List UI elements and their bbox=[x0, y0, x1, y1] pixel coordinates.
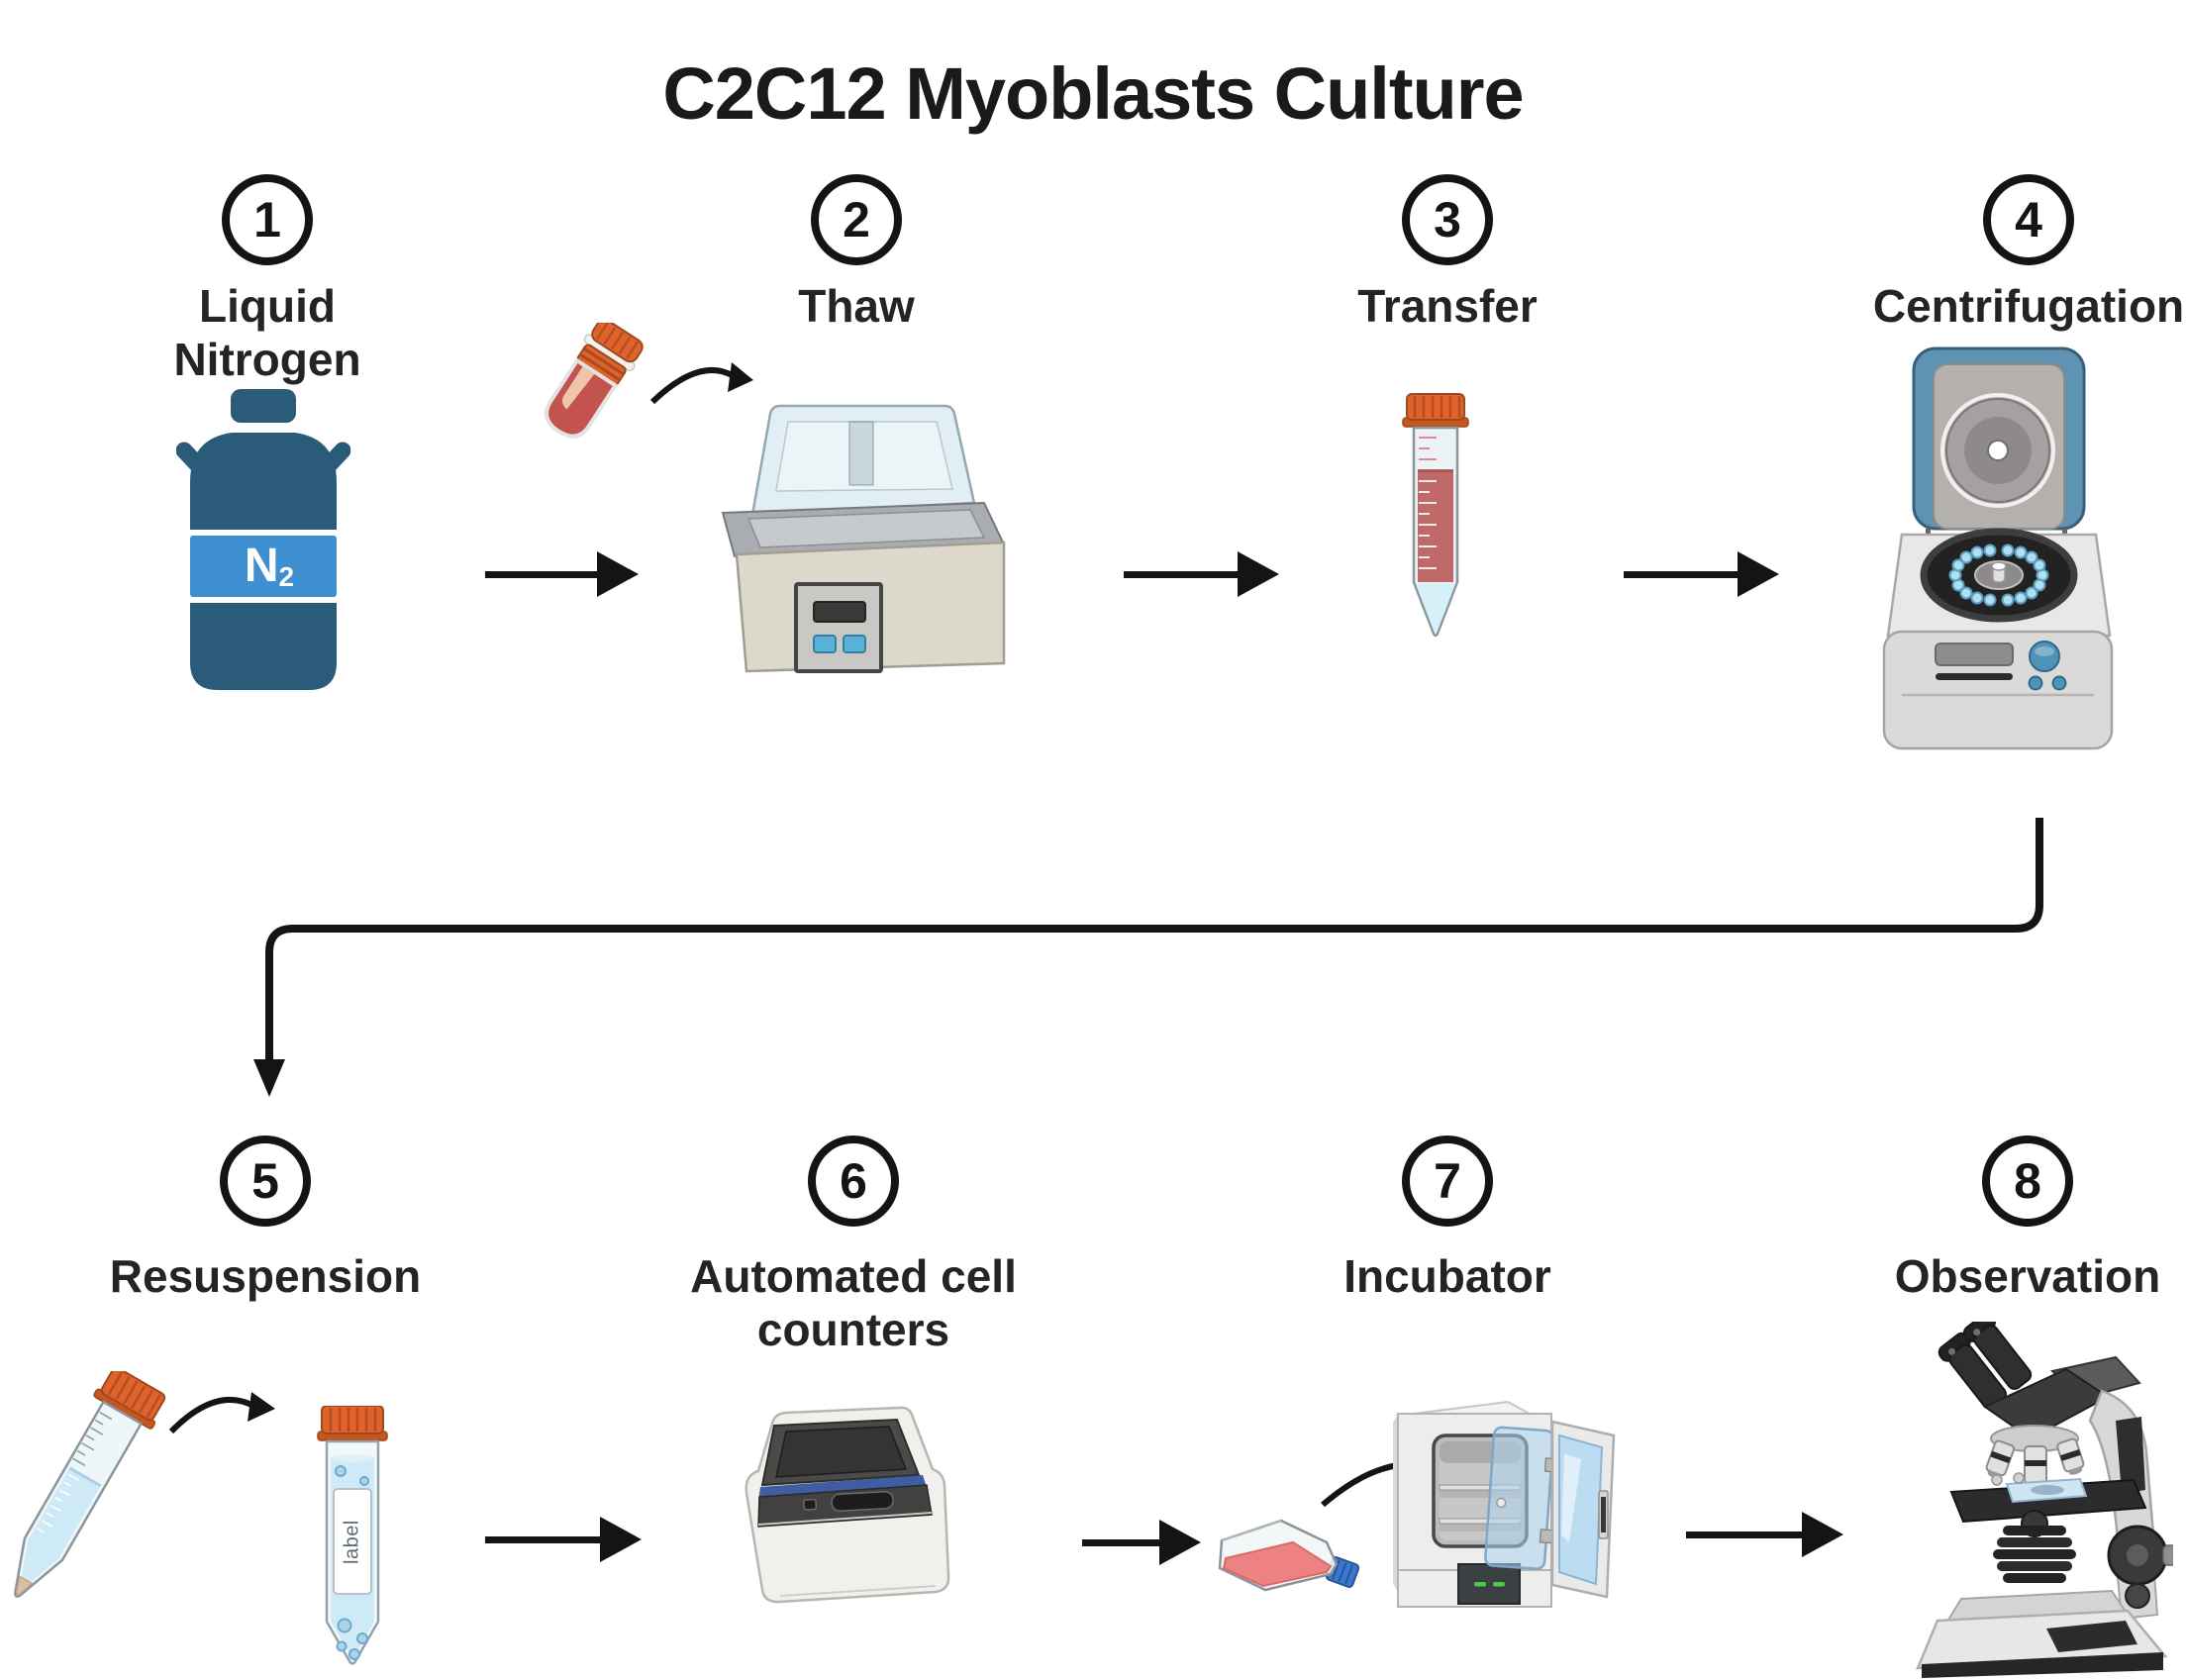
automated-cell-counter-icon bbox=[745, 1406, 950, 1604]
step-2-number: 2 bbox=[843, 192, 870, 247]
step-7-label: Incubator bbox=[1343, 1250, 1551, 1302]
liquid-nitrogen-dewar-icon bbox=[176, 389, 350, 690]
step-3-number: 3 bbox=[1434, 192, 1461, 247]
cryovial-icon bbox=[545, 323, 644, 439]
step-8-number: 8 bbox=[2014, 1153, 2041, 1209]
step-4-label: Centrifugation bbox=[1872, 280, 2185, 332]
step-5-label: Resuspension bbox=[109, 1250, 422, 1302]
step-7-number-badge: 7 bbox=[1402, 1136, 1493, 1227]
centrifuge-icon bbox=[1882, 346, 2114, 750]
arrow-step7-to-step8 bbox=[1686, 1512, 1843, 1557]
arrow-step1-to-step2 bbox=[485, 551, 639, 597]
step-2-label: Thaw bbox=[798, 280, 915, 332]
step-1-number-badge: 1 bbox=[222, 174, 313, 265]
step-5-number-badge: 5 bbox=[220, 1136, 311, 1227]
step-8-number-badge: 8 bbox=[1982, 1136, 2073, 1227]
dewar-n: N bbox=[244, 539, 279, 592]
arrow-step6-to-step7 bbox=[1082, 1520, 1201, 1565]
microscope-icon bbox=[1916, 1322, 2173, 1678]
page-title: C2C12 Myoblasts Culture bbox=[662, 51, 1524, 135]
arrow-step3-to-step4 bbox=[1624, 551, 1779, 597]
resuspension-tilted-tube-icon bbox=[14, 1371, 166, 1598]
step-1-number: 1 bbox=[253, 192, 281, 247]
step-7-number: 7 bbox=[1434, 1153, 1461, 1209]
curved-arrow-between-tubes bbox=[168, 1392, 275, 1434]
step-4-number: 4 bbox=[2015, 192, 2042, 247]
step-8-label: Observation bbox=[1894, 1250, 2161, 1302]
step-6-number-badge: 6 bbox=[808, 1136, 899, 1227]
step-1-label: Liquid Nitrogen bbox=[173, 280, 361, 386]
culture-flask-icon bbox=[1218, 1519, 1360, 1592]
water-bath-icon bbox=[721, 404, 1006, 673]
arrow-step2-to-step3 bbox=[1124, 551, 1279, 597]
step-2-number-badge: 2 bbox=[811, 174, 902, 265]
arrow-step5-to-step6 bbox=[485, 1517, 642, 1562]
step-3-label: Transfer bbox=[1357, 280, 1538, 332]
dewar-n-subscript: 2 bbox=[278, 561, 295, 592]
elbow-arrow-step4-to-step5 bbox=[253, 818, 2043, 1097]
labeled-tube-icon bbox=[317, 1406, 388, 1665]
step-3-number-badge: 3 bbox=[1402, 174, 1493, 265]
incubator-icon bbox=[1393, 1400, 1616, 1608]
step-6-number: 6 bbox=[840, 1153, 867, 1209]
step-6-label: Automated cell counters bbox=[690, 1250, 1017, 1356]
step-4-number-badge: 4 bbox=[1983, 174, 2074, 265]
step-5-number: 5 bbox=[251, 1153, 279, 1209]
conical-tube-icon bbox=[1402, 393, 1469, 638]
tube-label-sticker-text: label bbox=[341, 1520, 363, 1565]
curved-arrow-into-bath bbox=[649, 362, 753, 405]
